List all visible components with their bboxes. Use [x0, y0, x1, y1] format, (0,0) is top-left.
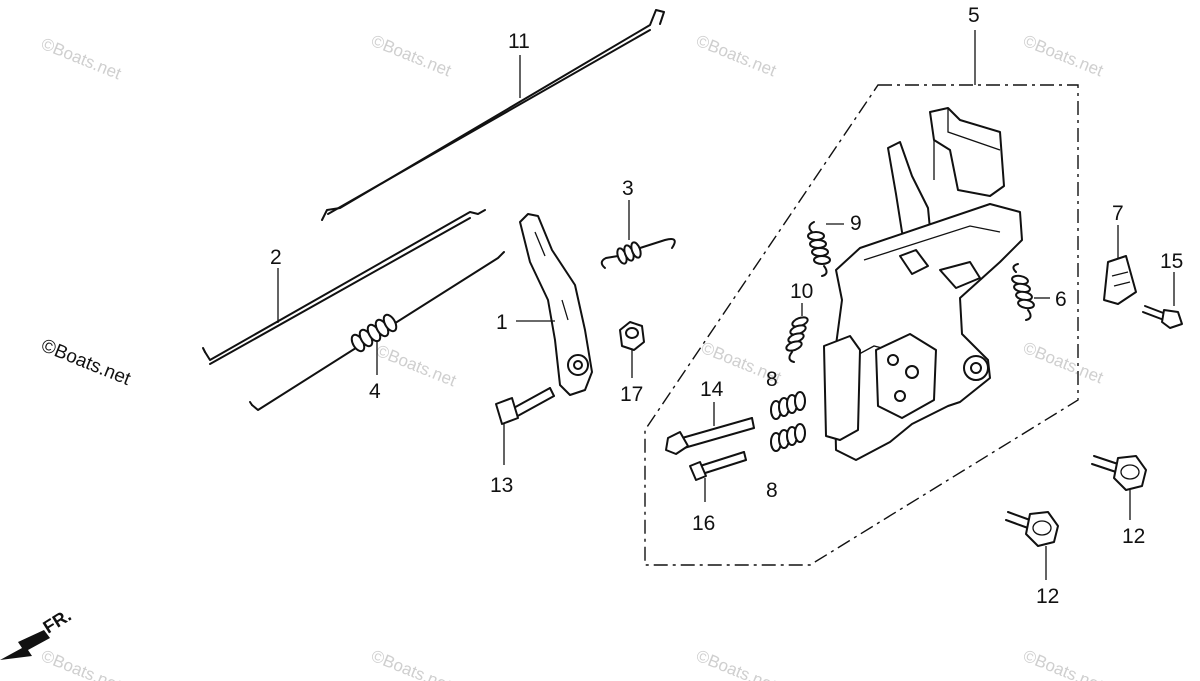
part-8-spring-upper	[770, 391, 806, 420]
watermark: ©Boats.net	[1021, 31, 1107, 80]
callout-11: 11	[508, 30, 530, 53]
assembly-boundary	[644, 84, 1079, 566]
callout-5: 5	[968, 4, 980, 27]
part-10-spring	[785, 303, 809, 363]
part-9-spring	[807, 221, 844, 277]
callout-1: 1	[496, 311, 508, 334]
callout-3: 3	[622, 177, 634, 200]
part-4-spring-rod	[249, 251, 505, 411]
spring-coil	[350, 313, 398, 353]
callout-8-lower: 8	[766, 479, 778, 502]
front-arrow-icon	[0, 630, 50, 660]
part-11-rod	[321, 9, 665, 221]
callout-labels: 11 2 3 1 4 17 13 14 16 8 8 10 9 5 6 7 15…	[270, 4, 1183, 608]
watermark: ©Boats.net	[39, 646, 125, 681]
callout-7: 7	[1112, 202, 1124, 225]
part-7-clip	[1103, 225, 1137, 305]
watermark: ©Boats.net	[374, 341, 460, 390]
callout-14: 14	[700, 378, 724, 401]
part-16-bolt	[689, 451, 747, 502]
part-12-bolt-lower	[1005, 511, 1059, 580]
watermark: ©Boats.net	[39, 34, 125, 83]
callout-12-lower: 12	[1036, 585, 1059, 608]
watermark: ©Boats.net	[694, 646, 780, 681]
watermark: ©Boats.net	[1021, 338, 1107, 387]
part-17-nut	[619, 321, 645, 378]
callout-12-right: 12	[1122, 525, 1145, 548]
part-3-spring	[600, 200, 676, 269]
callout-9: 9	[850, 212, 862, 235]
callout-17: 17	[620, 383, 643, 406]
part-12-bolt-upper	[1091, 455, 1147, 520]
watermark: ©Boats.net	[369, 31, 455, 80]
callout-16: 16	[692, 512, 715, 535]
callout-10: 10	[790, 280, 813, 303]
callout-2: 2	[270, 246, 282, 269]
part-1-lever	[516, 213, 593, 396]
watermark: ©Boats.net	[369, 646, 455, 681]
callout-8-upper: 8	[766, 368, 778, 391]
part-6-spring	[1011, 263, 1050, 321]
callout-15: 15	[1160, 250, 1183, 273]
callout-4: 4	[369, 380, 381, 403]
front-direction-indicator: FR.	[0, 605, 75, 660]
part-8-spring-lower	[770, 423, 806, 452]
part-13-bolt	[495, 387, 555, 465]
part-5-control-bracket	[823, 30, 1023, 461]
watermark: ©Boats.net	[1021, 646, 1107, 681]
watermark: ©Boats.net	[694, 31, 780, 80]
part-15-bolt	[1142, 272, 1183, 329]
watermark-dark: ©Boats.net	[38, 335, 134, 390]
callout-6: 6	[1055, 288, 1067, 311]
callout-13: 13	[490, 474, 513, 497]
part-2-rod	[202, 209, 486, 365]
part-14-bolt	[665, 402, 755, 455]
